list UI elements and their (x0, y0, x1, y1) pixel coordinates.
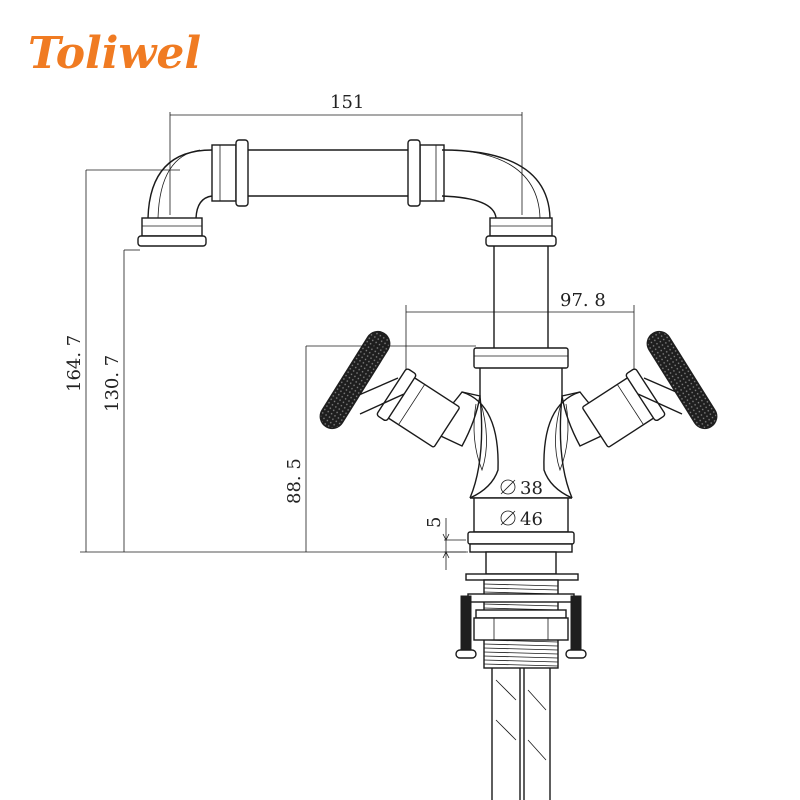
right-valve-arm (543, 368, 691, 499)
shank-thread (483, 603, 559, 607)
spout (137, 139, 557, 348)
shank-thread (483, 587, 559, 591)
shank-thread (483, 647, 559, 651)
shank-thread (483, 655, 559, 659)
shank-thread (483, 651, 559, 655)
dim-spout-outlet-height: 130. 7 (102, 355, 123, 412)
shank-thread (483, 583, 559, 587)
shank-thread (483, 643, 559, 647)
shank-thread (483, 663, 559, 667)
brand-logo: Toliwel (28, 28, 201, 79)
shank-thread (483, 659, 559, 663)
dim-total-height: 164. 7 (64, 335, 85, 392)
left-handle (319, 330, 391, 430)
mounting-shank (455, 551, 587, 800)
dim-base-plate-thickness: 5 (424, 517, 445, 528)
dim-base-outer-diameter: 46 (520, 509, 543, 530)
dim-base-inner-diameter: 38 (520, 478, 543, 499)
left-valve-arm (351, 368, 499, 499)
dimension-lines (80, 112, 635, 570)
faucet-body (467, 347, 575, 553)
right-handle (646, 330, 718, 430)
dim-handle-span: 97. 8 (560, 290, 606, 311)
dim-spout-width: 151 (330, 92, 364, 113)
dim-handle-height: 88. 5 (284, 458, 305, 504)
